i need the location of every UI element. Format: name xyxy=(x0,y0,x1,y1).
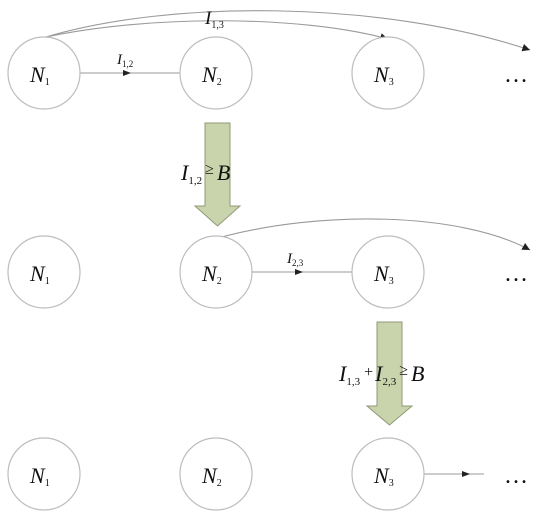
svg-text:N3: N3 xyxy=(373,62,394,88)
row-3: N1 N2 N3 … xyxy=(7,437,528,511)
edge-n2-to-n3-arrowhead xyxy=(295,269,303,275)
node-n1: N1 xyxy=(7,36,81,110)
edge-label-i23: I2,3 xyxy=(286,251,304,268)
ellipsis: … xyxy=(504,463,528,489)
edge-n3-to-far-arrowhead xyxy=(462,471,470,477)
svg-text:N3: N3 xyxy=(373,463,394,489)
transition-2: I1,3+I2,3≥B xyxy=(338,321,424,426)
transition-condition-2: I1,3+I2,3≥B xyxy=(338,361,424,388)
node-n3: N3 xyxy=(351,36,425,110)
svg-text:N2: N2 xyxy=(201,261,222,287)
edge-n1-to-n2-arrowhead xyxy=(123,70,131,76)
node-n2: N2 xyxy=(179,437,253,511)
node-n3: N3 xyxy=(351,235,425,309)
node-n1: N1 xyxy=(7,437,81,511)
svg-text:N1: N1 xyxy=(29,463,50,489)
node-n3: N3 xyxy=(351,437,425,511)
svg-text:N1: N1 xyxy=(29,261,50,287)
transition-1: I1,2≥B xyxy=(180,122,242,227)
edge-n1-to-n3 xyxy=(45,20,389,41)
edge-n2-to-far xyxy=(217,218,531,251)
edge-label-i12: I1,2 xyxy=(116,52,133,69)
row-1: I1,3 I1,2 N1 N2 N3 … xyxy=(7,8,531,110)
svg-text:N2: N2 xyxy=(201,62,222,88)
node-n1: N1 xyxy=(7,235,81,309)
transition-condition-1: I1,2≥B xyxy=(180,160,230,187)
node-n2: N2 xyxy=(179,235,253,309)
ellipsis: … xyxy=(504,62,528,88)
svg-text:N2: N2 xyxy=(201,463,222,489)
row-2: I2,3 N1 N2 N3 … xyxy=(7,218,531,309)
edge-n1-to-far xyxy=(45,10,531,52)
svg-text:N1: N1 xyxy=(29,62,50,88)
transition-arrow-1 xyxy=(193,122,242,227)
node-n2: N2 xyxy=(179,36,253,110)
svg-text:N3: N3 xyxy=(373,261,394,287)
transition-arrow-2 xyxy=(365,321,414,426)
edge-label-i13: I1,3 xyxy=(204,8,224,31)
ellipsis: … xyxy=(504,261,528,287)
